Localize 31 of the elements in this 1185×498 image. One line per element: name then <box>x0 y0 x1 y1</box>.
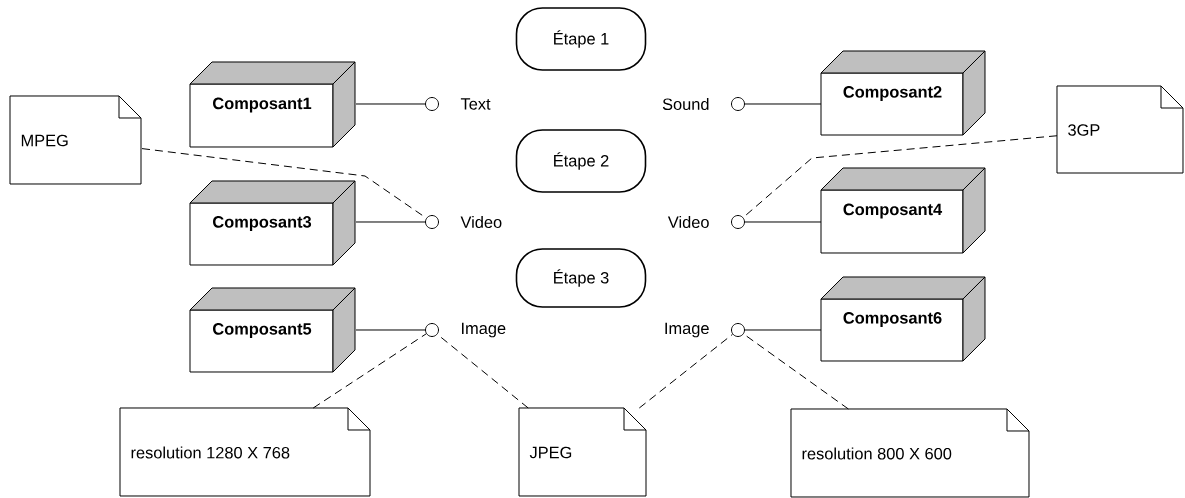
connector <box>355 103 426 105</box>
component-box: Composant1 <box>189 61 356 148</box>
connector <box>744 329 822 331</box>
dashed-connector <box>436 333 529 409</box>
dashed-connector <box>312 333 427 409</box>
stage-box: Étape 1 <box>515 7 647 71</box>
interface-label: Text <box>460 98 491 110</box>
stage-box: Étape 3 <box>515 248 647 308</box>
note-box: resolution 1280 X 768 <box>119 407 371 497</box>
interface-label: Video <box>460 215 502 228</box>
note-box: 3GP <box>1056 85 1184 174</box>
stage-box: Étape 2 <box>515 129 647 193</box>
interface-label: Image <box>665 322 709 338</box>
connector <box>744 103 822 105</box>
component-box: Composant2 <box>820 50 986 136</box>
note-box: MPEG <box>9 95 142 185</box>
note-box: JPEG <box>518 407 647 497</box>
interface-label: Sound <box>662 97 709 110</box>
interface-label: Image <box>462 322 506 338</box>
note-box: resolution 800 X 600 <box>790 408 1030 498</box>
connector <box>744 221 822 223</box>
dashed-connector <box>743 333 849 410</box>
interface-label: Video <box>667 215 709 228</box>
component-box: Composant3 <box>189 180 356 266</box>
dashed-connector <box>638 333 733 409</box>
connector <box>355 221 426 223</box>
component-box: Composant6 <box>820 276 986 362</box>
dashed-connector <box>742 135 1058 218</box>
component-box: Composant4 <box>820 167 986 254</box>
connector <box>355 329 426 331</box>
component-box: Composant5 <box>189 287 356 373</box>
